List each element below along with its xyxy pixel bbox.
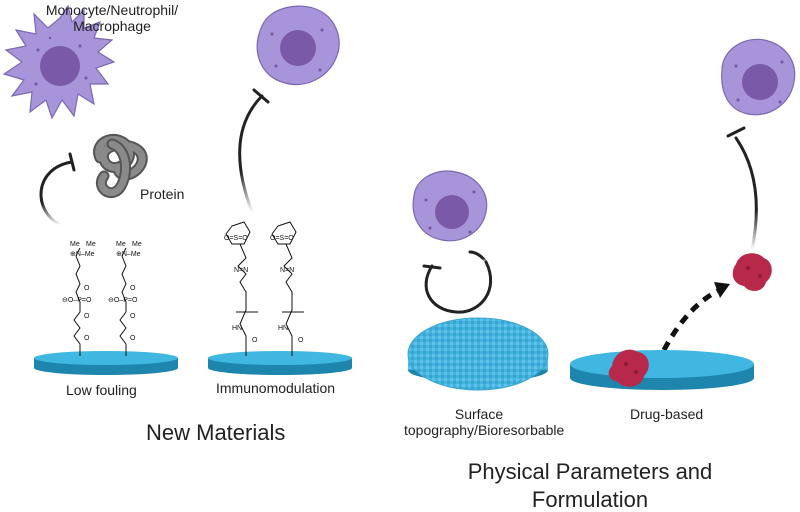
cell-type-label: Monocyte/Neutrophil/ Macrophage	[22, 2, 202, 34]
svg-text:⊕N–Me: ⊕N–Me	[70, 251, 95, 258]
surface-topography-label: Surface topography/Bioresorbable	[404, 406, 565, 438]
svg-text:N=N: N=N	[280, 267, 294, 274]
surface-label-line2: topography/Bioresorbable	[404, 422, 565, 438]
inhibition-arrow	[726, 126, 758, 252]
immunomodulation-surface	[208, 351, 352, 375]
svg-text:O=S=O: O=S=O	[270, 235, 294, 242]
svg-text:Me: Me	[116, 241, 126, 248]
cell-type-label-line1: Monocyte/Neutrophil/	[45, 2, 179, 18]
svg-text:HN: HN	[232, 325, 242, 332]
svg-text:⊖O–P=O: ⊖O–P=O	[62, 297, 92, 304]
textured-surface	[407, 317, 549, 391]
drug-surface	[570, 350, 754, 390]
inhibition-arrow	[39, 152, 76, 227]
drug-based-label: Drug-based	[630, 406, 704, 422]
svg-text:O: O	[84, 313, 90, 320]
svg-text:Me: Me	[70, 241, 80, 248]
thiomorpholine-chains	[225, 221, 304, 356]
svg-text:HN: HN	[278, 325, 288, 332]
physical-parameters-heading: Physical Parameters and Formulation	[450, 458, 730, 512]
physical-heading-line2: Formulation	[531, 487, 649, 512]
svg-text:Me: Me	[132, 241, 142, 248]
low-fouling-label: Low fouling	[66, 382, 137, 398]
svg-text:Me: Me	[86, 241, 96, 248]
svg-text:O: O	[130, 335, 136, 342]
inhibition-arrow	[238, 88, 270, 214]
cell-type-label-line2: Macrophage	[73, 18, 151, 34]
protein-label: Protein	[140, 186, 185, 202]
immune-cell-icon	[412, 170, 488, 242]
low-fouling-surface	[34, 351, 178, 375]
svg-text:N=N: N=N	[234, 267, 248, 274]
svg-text:O: O	[130, 313, 136, 320]
surface-label-line1: Surface	[454, 406, 504, 422]
immune-cell-icon	[256, 5, 340, 86]
thiomorpholine-labels: O=S=O O=S=O N=N N=N O O HN HN	[224, 235, 304, 344]
circular-inhibition-arrow	[422, 250, 493, 314]
protein-coil-icon	[93, 133, 148, 199]
macrophage-cell-icon	[2, 4, 116, 120]
svg-text:O: O	[252, 337, 258, 344]
svg-text:O: O	[130, 285, 136, 292]
drug-molecule-icon	[608, 349, 649, 387]
svg-text:⊖O–P=O: ⊖O–P=O	[108, 297, 138, 304]
zwitterion-labels: Me Me ⊕N–Me ⊖O–P=O Me Me ⊕N–Me ⊖O–P=O O O O…	[62, 241, 142, 342]
drug-release-arrow	[661, 282, 730, 352]
new-materials-heading: New Materials	[146, 420, 286, 445]
svg-text:O: O	[298, 337, 304, 344]
svg-text:⊕N–Me: ⊕N–Me	[116, 251, 141, 258]
physical-heading-line1: Physical Parameters and	[467, 459, 713, 484]
svg-text:O=S=O: O=S=O	[224, 235, 248, 242]
macrophage-cell-icon	[721, 38, 796, 116]
immunomodulation-label: Immunomodulation	[216, 380, 336, 396]
zwitterion-chains	[73, 247, 127, 356]
svg-text:O: O	[84, 285, 90, 292]
drug-molecule-icon	[732, 253, 772, 291]
svg-text:O: O	[84, 335, 90, 342]
